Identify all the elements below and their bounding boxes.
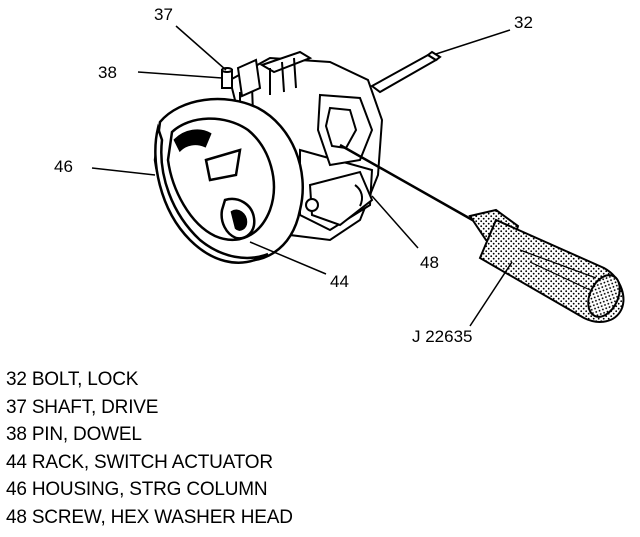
- parts-legend: 32 BOLT, LOCK 37 SHAFT, DRIVE 38 PIN, DO…: [6, 366, 293, 532]
- legend-item: 32 BOLT, LOCK: [6, 366, 293, 394]
- drive-shaft: [236, 58, 262, 98]
- legend-item: 37 SHAFT, DRIVE: [6, 394, 293, 422]
- leader-lines: [91, 25, 513, 327]
- leader-48: [371, 195, 419, 249]
- lock-bolt: [370, 50, 442, 94]
- callout-37: 37: [154, 5, 173, 24]
- legend-description: PIN, DOWEL: [31, 424, 142, 446]
- dowel-pin: [221, 67, 233, 89]
- callout-48: 48: [420, 253, 439, 272]
- legend-number: 46: [6, 479, 27, 501]
- legend-item: 44 RACK, SWITCH ACTUATOR: [6, 449, 293, 477]
- callout-46: 46: [54, 157, 73, 176]
- legend-number: 48: [6, 506, 27, 528]
- legend-number: 38: [6, 424, 27, 446]
- legend-item: 38 PIN, DOWEL: [6, 421, 293, 449]
- legend-item: 46 HOUSING, STRG COLUMN: [6, 476, 293, 504]
- legend-description: SHAFT, DRIVE: [31, 396, 159, 418]
- callout-44: 44: [330, 272, 349, 291]
- legend-item: 48 SCREW, HEX WASHER HEAD: [6, 504, 293, 532]
- leader-44: [249, 241, 327, 275]
- housing-ring: [153, 97, 304, 264]
- callout-38: 38: [98, 63, 117, 82]
- leader-tool: [469, 261, 513, 327]
- legend-number: 32: [6, 369, 27, 390]
- legend-description: BOLT, LOCK: [31, 369, 139, 390]
- leader-37: [175, 25, 227, 71]
- leader-38: [137, 71, 223, 79]
- leader-32: [435, 29, 511, 55]
- legend-number: 37: [6, 396, 27, 418]
- callout-32: 32: [514, 13, 533, 32]
- legend-description: RACK, SWITCH ACTUATOR: [31, 451, 273, 473]
- legend-description: SCREW, HEX WASHER HEAD: [31, 506, 293, 528]
- callout-tool: J 22635: [412, 327, 473, 346]
- legend-description: HOUSING, STRG COLUMN: [31, 479, 268, 501]
- screwdriver-tool: [339, 143, 625, 323]
- leader-46: [91, 167, 156, 176]
- legend-number: 44: [6, 451, 27, 473]
